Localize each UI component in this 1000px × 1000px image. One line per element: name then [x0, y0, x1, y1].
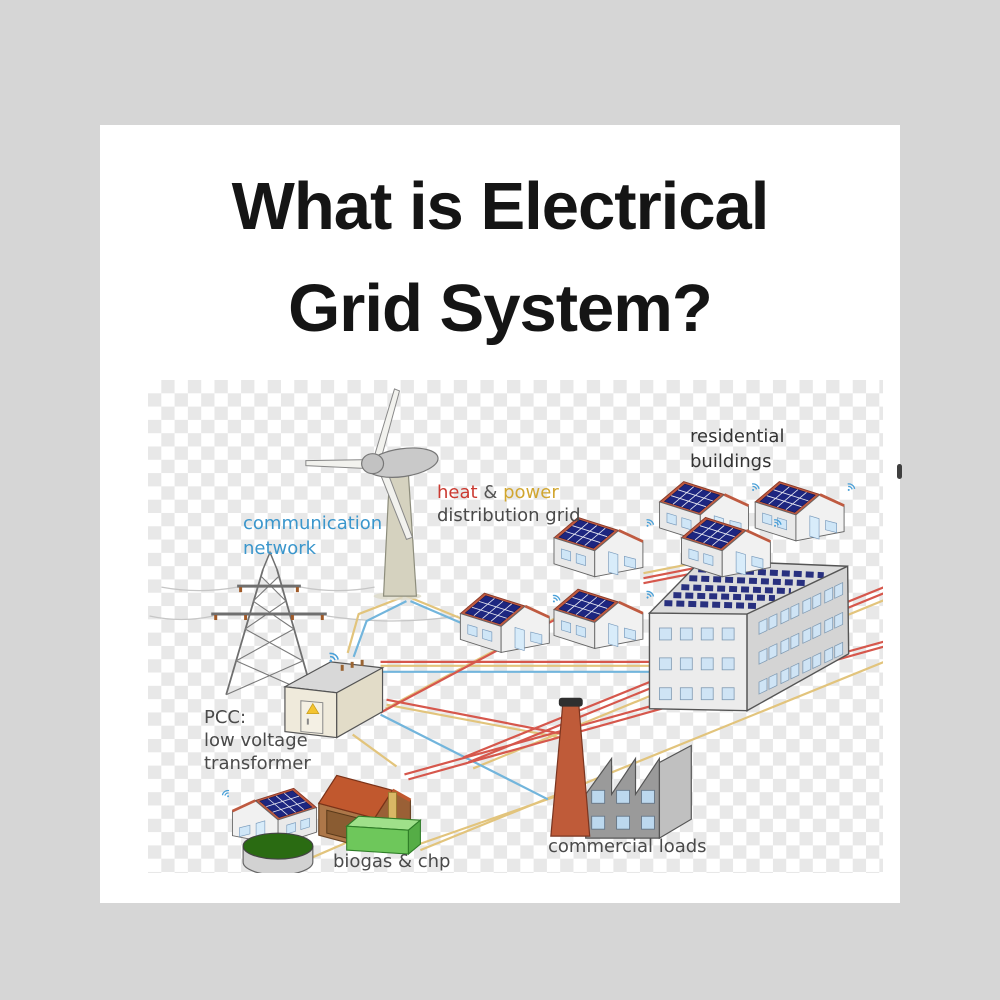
communication-network-label: communication network	[243, 511, 382, 561]
grid-diagram	[149, 388, 883, 873]
residential-house-solar-icon	[460, 593, 560, 652]
pylon-power-lines	[149, 586, 459, 622]
pcc-transformer-station-icon	[282, 650, 385, 739]
residential-buildings-label: residential buildings	[690, 424, 784, 474]
biogas-digester-icon	[242, 832, 314, 873]
apartment-building-solar-icon	[647, 559, 850, 712]
power-word: power	[503, 482, 559, 503]
chp-unit-icon	[345, 815, 422, 856]
cropped-edge-artifact	[897, 464, 902, 479]
heat-word: heat	[437, 482, 478, 503]
ampersand: &	[483, 482, 498, 503]
wind-turbine-icon	[305, 388, 439, 601]
pcc-transformer-label: PCC: low voltage transformer	[204, 706, 311, 775]
residential-line2: buildings	[690, 451, 772, 472]
commercial-loads-label: commercial loads	[548, 836, 707, 857]
factory-icon	[550, 697, 692, 840]
biogas-chp-label: biogas & chp	[333, 851, 451, 872]
title-line-2: Grid System?	[288, 271, 713, 346]
communication-network-line1: communication	[243, 513, 383, 534]
title-line-1: What is Electrical	[231, 169, 770, 244]
pcc-line2: low voltage	[204, 730, 308, 751]
pcc-line3: transformer	[204, 753, 311, 774]
distribution-grid-line: distribution grid	[437, 505, 581, 526]
residential-house-solar-icon	[755, 482, 855, 541]
communication-network-line2: network	[243, 538, 317, 559]
residential-house-solar-icon	[554, 589, 654, 648]
pcc-line1: PCC:	[204, 707, 247, 728]
chimney-icon	[550, 697, 591, 837]
heat-power-grid-label: heat & power distribution grid	[437, 481, 581, 527]
page-title: What is Electrical Grid System?	[100, 156, 900, 360]
transmission-tower-icon	[211, 550, 327, 696]
residential-line1: residential	[690, 426, 785, 447]
